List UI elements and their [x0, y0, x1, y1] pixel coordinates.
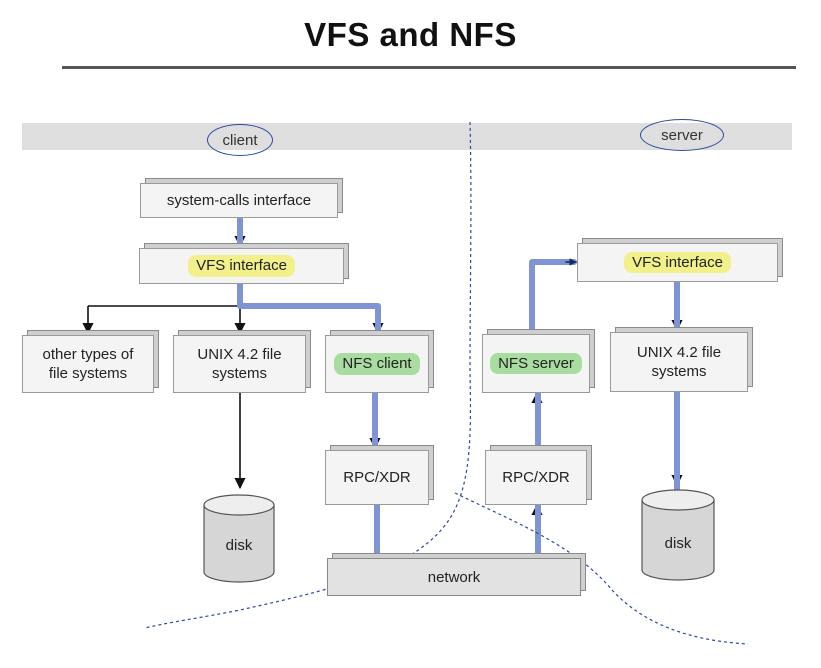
client-label: client — [207, 124, 273, 156]
network-label: network — [427, 569, 481, 586]
nfs-server-box: NFS server — [482, 334, 590, 393]
server-disk-icon — [641, 489, 715, 581]
server-unix-fs-box: UNIX 4.2 file systems — [610, 332, 748, 392]
client-vfs-interface-label: VFS interface — [188, 255, 295, 277]
client-unix-fs-label: UNIX 4.2 file systems — [197, 345, 282, 383]
network-bar — [327, 558, 581, 596]
other-fs-label: other types of file systems — [42, 345, 134, 383]
client-server-boundary — [144, 121, 472, 629]
client-vfs-interface-box: VFS interface — [139, 248, 344, 284]
title-underline — [62, 66, 796, 69]
nfs-client-box: NFS client — [325, 335, 429, 393]
client-rpc-xdr-label: RPC/XDR — [343, 468, 411, 486]
client-disk-icon — [203, 494, 275, 583]
nfs-client-label: NFS client — [334, 353, 420, 375]
server-vfs-interface-label: VFS interface — [624, 251, 731, 274]
server-vfs-interface-box: VFS interface — [577, 243, 778, 282]
server-rpc-xdr-box: RPC/XDR — [485, 450, 587, 505]
client-disk-label: disk — [225, 537, 253, 554]
server-unix-fs-label: UNIX 4.2 file systems — [636, 343, 722, 381]
page-title: VFS and NFS — [304, 16, 517, 53]
nfs-server-label: NFS server — [490, 352, 582, 375]
server-disk-label: disk — [664, 535, 692, 552]
request-flow-path — [237, 215, 680, 579]
client-rpc-xdr-box: RPC/XDR — [325, 450, 429, 505]
server-rpc-xdr-label: RPC/XDR — [502, 468, 570, 486]
server-label: server — [640, 119, 724, 151]
other-fs-box: other types of file systems — [22, 335, 154, 393]
client-unix-fs-box: UNIX 4.2 file systems — [173, 335, 306, 393]
syscall-interface-label: system-calls interface — [166, 191, 312, 209]
network-boundary-right — [454, 492, 749, 645]
syscall-interface-box: system-calls interface — [140, 183, 338, 218]
